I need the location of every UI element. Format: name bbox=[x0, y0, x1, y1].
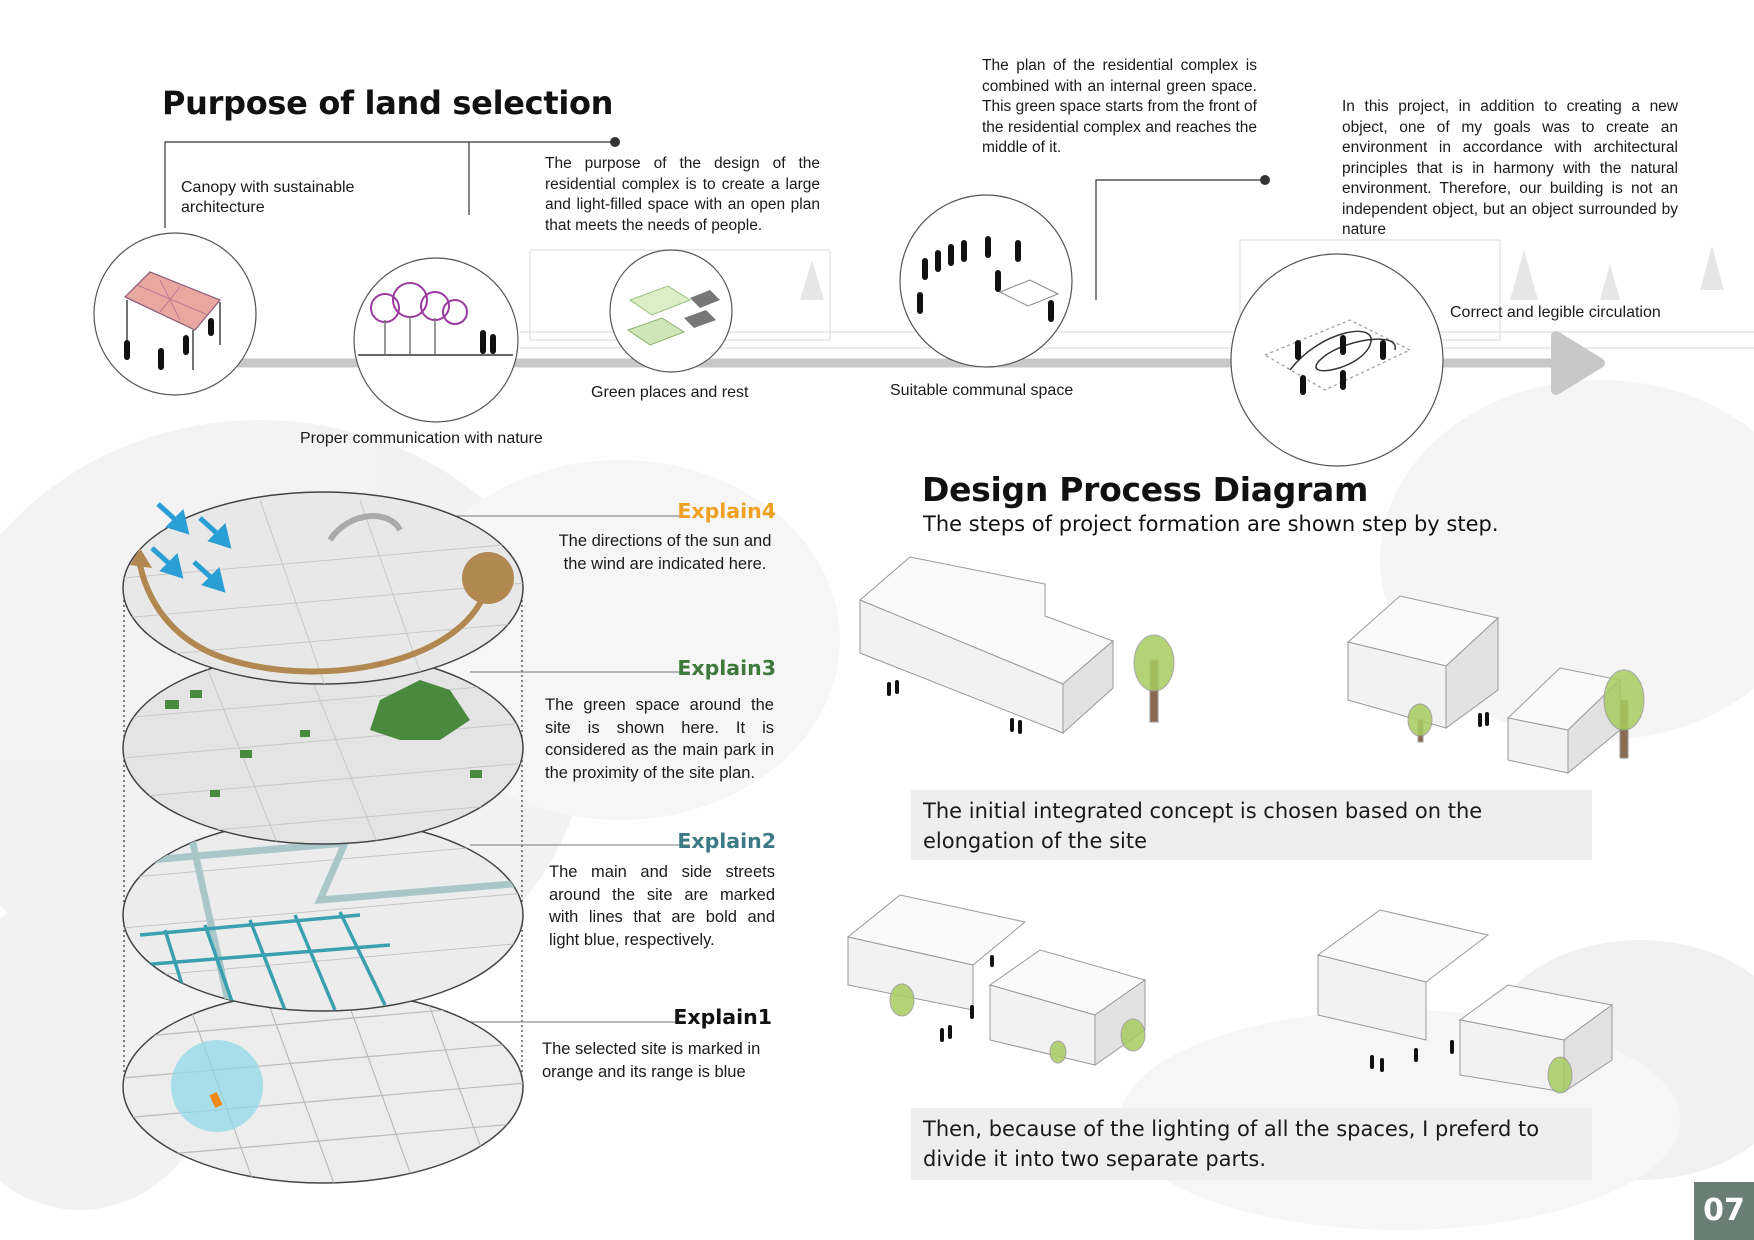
explain3-text: The green space around the site is shown… bbox=[545, 696, 774, 782]
explain1-text: The selected site is marked in orange an… bbox=[542, 1040, 761, 1081]
nature-circle bbox=[353, 257, 519, 423]
label-nature: Proper communication with nature bbox=[300, 430, 543, 447]
canopy-circle bbox=[93, 232, 257, 396]
people-silhouettes bbox=[887, 680, 1489, 1072]
page-number: 07 bbox=[1694, 1182, 1754, 1240]
massing-model-4 bbox=[1316, 909, 1614, 1094]
massing-model-2 bbox=[1346, 595, 1645, 775]
map-layer-2 bbox=[122, 818, 524, 1012]
process-subtitle: The steps of project formation are shown… bbox=[923, 512, 1499, 536]
massing-model-1 bbox=[859, 556, 1175, 735]
land-selection-title: Purpose of land selection bbox=[162, 84, 614, 122]
explain1-heading: Explain1 bbox=[673, 1005, 772, 1029]
layer-stack-guides bbox=[123, 590, 523, 1090]
label-communal: Suitable communal space bbox=[890, 382, 1074, 399]
label-circulation: Correct and legible circulation bbox=[1450, 304, 1661, 321]
paragraph-purpose: The purpose of the design of the residen… bbox=[545, 155, 820, 234]
explain4-heading: Explain4 bbox=[677, 499, 776, 523]
circulation-circle bbox=[1230, 253, 1444, 467]
process-caption-1: The initial integrated concept is chosen… bbox=[911, 790, 1592, 860]
paragraph-harmony: In this project, in addition to creating… bbox=[1342, 98, 1678, 238]
explain3-heading: Explain3 bbox=[677, 656, 776, 680]
communal-circle bbox=[899, 194, 1073, 368]
label-green: Green places and rest bbox=[591, 384, 749, 401]
process-title: Design Process Diagram bbox=[922, 470, 1369, 509]
massing-model-3 bbox=[846, 894, 1147, 1066]
map-layer-1 bbox=[122, 990, 524, 1184]
paragraph-green-space: The plan of the residential complex is c… bbox=[982, 57, 1257, 156]
explain4-text: The directions of the sun and the wind a… bbox=[558, 532, 772, 573]
explain2-heading: Explain2 bbox=[677, 829, 776, 853]
label-canopy: Canopy with sustainable architecture bbox=[181, 179, 355, 216]
leader-lines bbox=[164, 141, 1265, 300]
process-caption-2: Then, because of the lighting of all the… bbox=[911, 1108, 1592, 1180]
explain2-text: The main and side streets around the sit… bbox=[549, 863, 775, 949]
map-layer-4 bbox=[122, 491, 524, 685]
green-places-circle bbox=[609, 249, 733, 373]
layer-leaders bbox=[450, 515, 690, 1023]
